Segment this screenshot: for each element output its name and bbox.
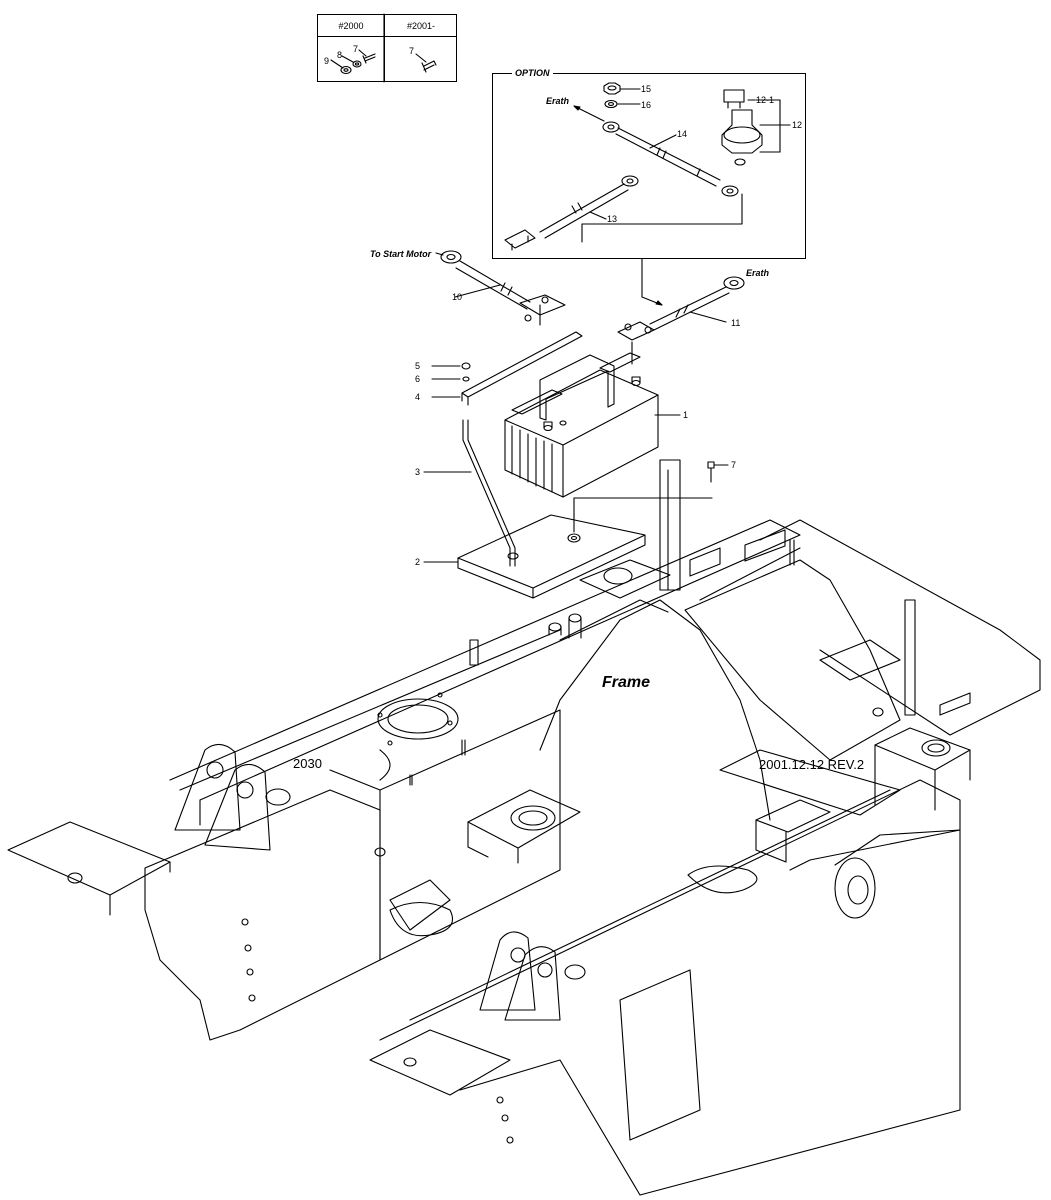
- frame: [7, 459, 1041, 1196]
- battery-clamp: [431, 331, 583, 406]
- battery: [504, 352, 681, 498]
- callout-12-1: 12-1: [756, 95, 775, 105]
- serial-col-2000: #2000: [318, 15, 385, 81]
- callout-13: 13: [607, 214, 618, 224]
- callout-1: 1: [683, 410, 689, 420]
- revision-label: 2001.12.12 REV.2: [759, 757, 865, 772]
- callout-8: 8: [337, 50, 343, 60]
- serial-col-header: #2000: [318, 15, 384, 37]
- callout-5: 5: [415, 361, 421, 371]
- callout-7: 7: [353, 44, 359, 54]
- callout-4: 4: [415, 392, 421, 402]
- callout-2: 2: [415, 557, 421, 567]
- callout-10: 10: [452, 292, 463, 302]
- frame-label: Frame: [602, 674, 651, 691]
- erath-label: Erath: [546, 96, 570, 106]
- serial-col-header: #2001-: [385, 15, 457, 37]
- callout-3: 3: [415, 467, 421, 477]
- serial-number-table: #2000 #2001-: [317, 14, 457, 82]
- battery-cables: [435, 250, 745, 365]
- battery-tray: [423, 419, 729, 599]
- callout-12: 12: [792, 120, 803, 130]
- erath-label: Erath: [746, 268, 770, 278]
- callout-14: 14: [677, 129, 688, 139]
- option-parts: [504, 82, 791, 306]
- callout-9: 9: [324, 56, 330, 66]
- callout-11: 11: [731, 318, 741, 328]
- callout-7: 7: [409, 46, 415, 56]
- callout-16: 16: [641, 100, 652, 110]
- model-number: 2030: [293, 756, 322, 771]
- callout-6: 6: [415, 374, 421, 384]
- to-start-motor-label: To Start Motor: [370, 249, 432, 259]
- callout-15: 15: [641, 84, 652, 94]
- serial-col-2001: #2001-: [385, 15, 457, 81]
- callout-7: 7: [731, 460, 737, 470]
- option-title: OPTION: [512, 68, 553, 78]
- option-box: [492, 73, 806, 259]
